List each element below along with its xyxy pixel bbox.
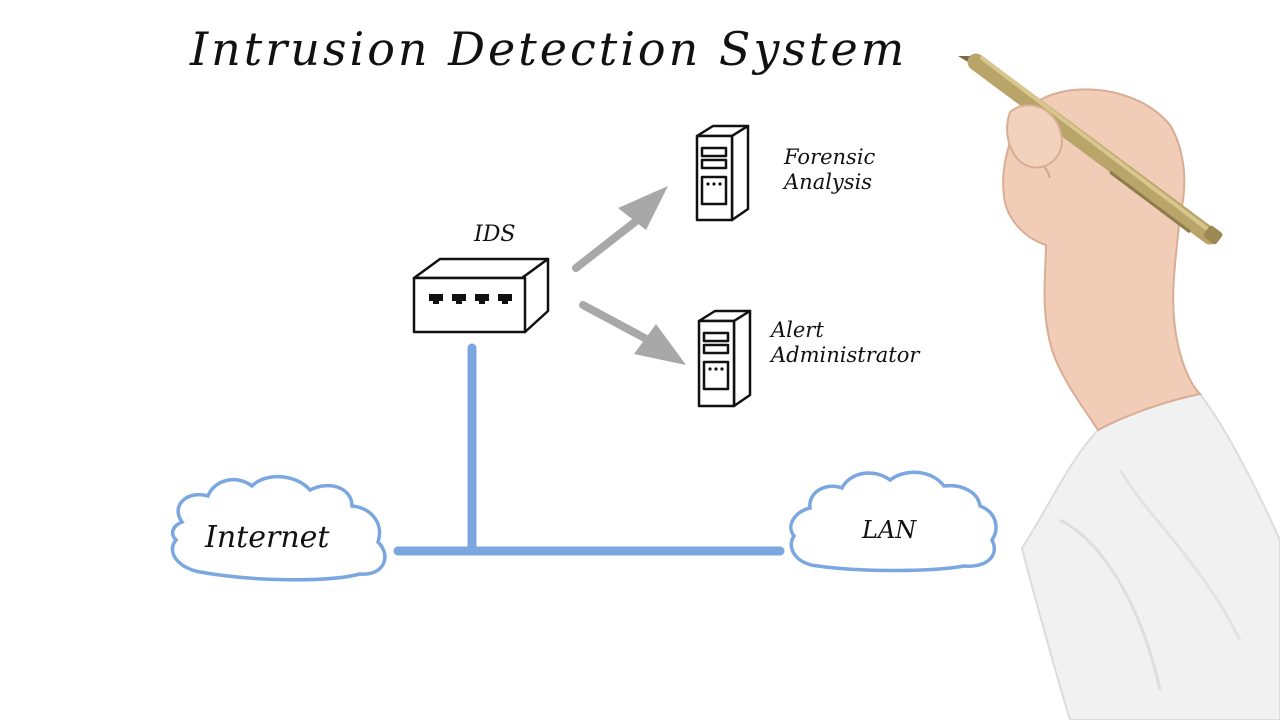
thumb-shape <box>1006 104 1064 169</box>
forensic-line-2: Analysis <box>784 170 873 194</box>
lan-label: LAN <box>862 516 917 544</box>
pen-icon <box>958 53 1223 245</box>
cloud-icon <box>789 470 998 573</box>
diagram-title: Intrusion Detection System <box>190 22 908 76</box>
server-icon <box>695 124 750 222</box>
forensic-line-1: Forensic <box>784 145 876 169</box>
network-links <box>393 343 785 556</box>
arrow-to-alert <box>579 301 686 365</box>
alert-administrator-label: Alert Administrator <box>771 318 919 368</box>
internet-label: Internet <box>205 520 330 555</box>
forensic-analysis-label: Forensic Analysis <box>784 145 875 195</box>
cloud-icon <box>170 474 387 582</box>
alert-line-1: Alert <box>771 318 824 342</box>
server-icon <box>697 309 752 408</box>
ids-device-icon <box>412 257 550 334</box>
hand-icon <box>1002 88 1203 432</box>
alert-line-2: Administrator <box>771 343 920 367</box>
sleeve-illustration <box>1020 392 1280 720</box>
ids-label: IDS <box>474 222 516 247</box>
arrow-to-forensic <box>572 186 668 272</box>
